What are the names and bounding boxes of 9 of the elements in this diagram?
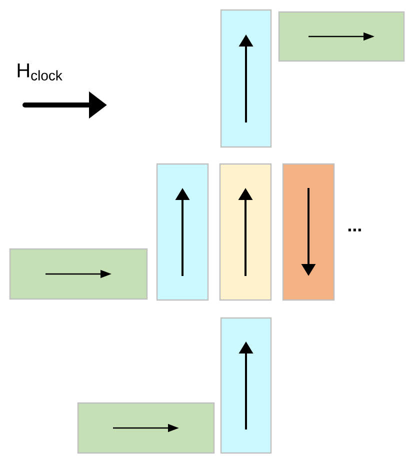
magnet-box [156, 163, 209, 301]
magnet-box [9, 248, 148, 300]
magnet-box [220, 9, 272, 148]
magnet-box [282, 163, 335, 301]
magnet-box [219, 163, 272, 301]
magnet-box [220, 317, 272, 454]
field-label: H$_{clock}$ [18, 64, 62, 80]
magnet-box [77, 402, 215, 454]
magnet-box [278, 11, 405, 62]
